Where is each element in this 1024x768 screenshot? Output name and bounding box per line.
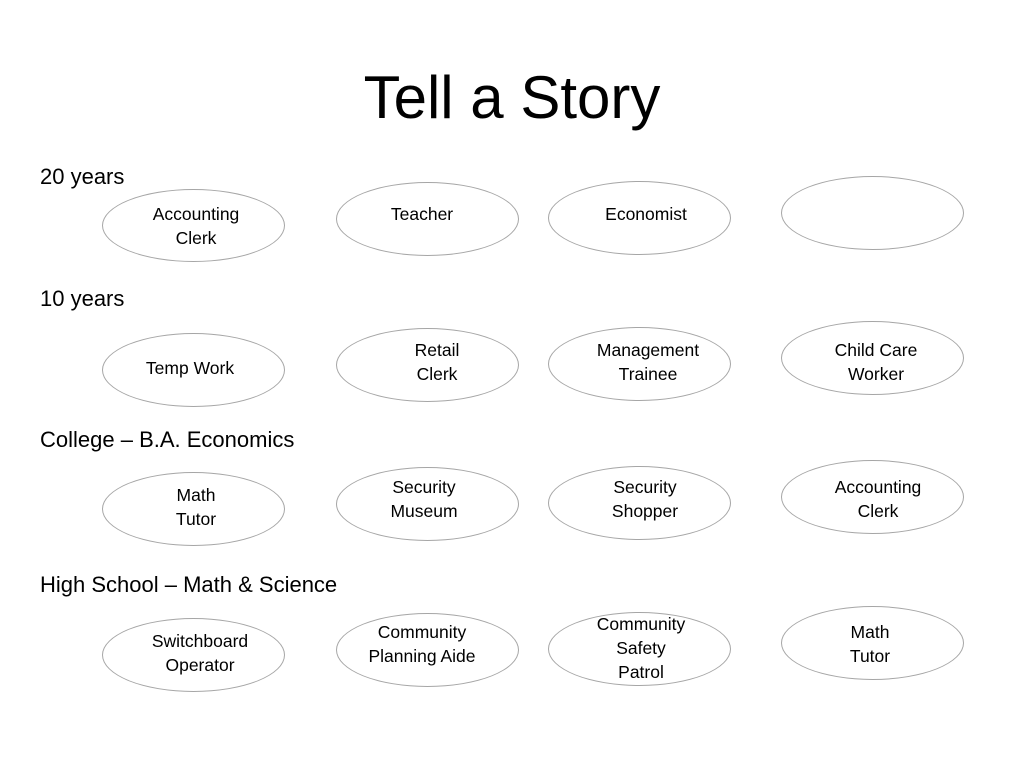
- career-oval: [102, 472, 285, 546]
- career-oval-empty: [781, 176, 964, 250]
- career-label: Switchboard Operator: [151, 631, 249, 675]
- career-oval: [102, 618, 285, 692]
- career-label: Economist: [605, 204, 687, 224]
- career-label: Child Care Worker: [834, 340, 918, 384]
- career-label: Management Trainee: [596, 340, 700, 384]
- slide-title: Tell a Story: [363, 64, 661, 131]
- career-label: Community Planning Aide: [368, 622, 476, 666]
- row-label-college: College – B.A. Economics: [40, 427, 295, 452]
- career-oval: [102, 189, 285, 262]
- row-label-high-school: High School – Math & Science: [40, 572, 338, 597]
- career-oval: [548, 466, 731, 540]
- career-label: Accounting Clerk: [834, 477, 922, 521]
- career-oval: [336, 613, 519, 687]
- career-oval: [336, 182, 519, 256]
- career-oval: [102, 333, 285, 407]
- career-label: Math Tutor: [849, 622, 891, 666]
- row-label-20-years: 20 years: [40, 164, 125, 189]
- career-label: Accounting Clerk: [152, 204, 240, 248]
- career-oval: [781, 606, 964, 680]
- career-label: Community Safety Patrol: [596, 614, 686, 682]
- career-oval: [336, 328, 519, 402]
- career-oval: [781, 321, 964, 395]
- career-label: Temp Work: [145, 358, 235, 378]
- career-label: Security Museum: [390, 477, 458, 521]
- career-oval: [548, 181, 731, 255]
- career-oval: [548, 612, 731, 686]
- career-oval: [781, 460, 964, 534]
- career-oval: [336, 467, 519, 541]
- row-label-10-years: 10 years: [40, 286, 125, 311]
- career-label: Math Tutor: [175, 485, 217, 529]
- career-label: Teacher: [390, 204, 454, 224]
- career-label: Security Shopper: [611, 477, 679, 521]
- career-label: Retail Clerk: [414, 340, 460, 384]
- career-oval: [548, 327, 731, 401]
